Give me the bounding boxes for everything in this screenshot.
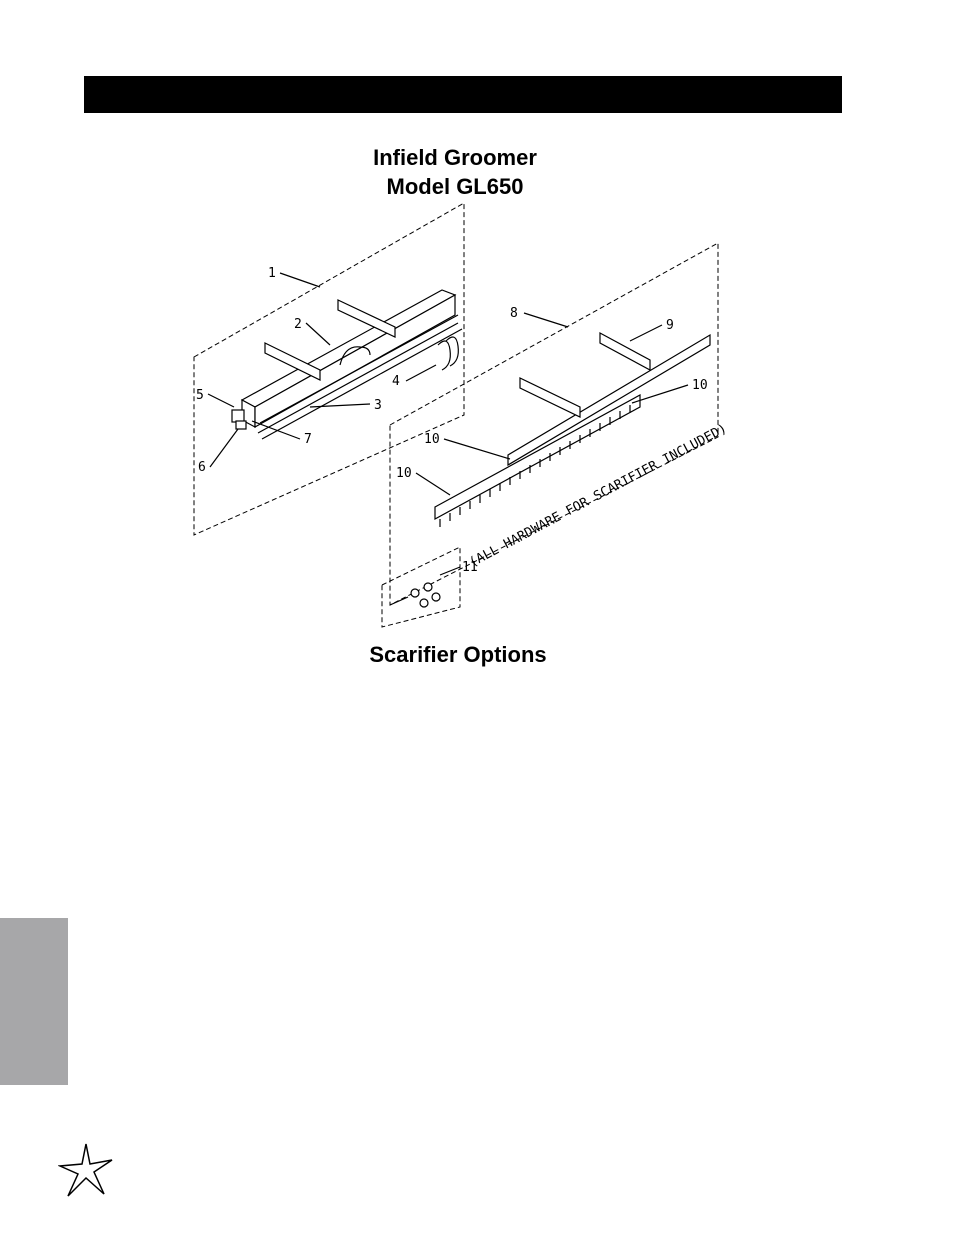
header-bar <box>84 76 842 113</box>
callout-label: 5 <box>196 388 204 403</box>
hardware-kit-part <box>389 582 441 608</box>
groomer-assembly-boundary <box>193 202 465 536</box>
scarifier-assembly-boundary <box>389 242 719 606</box>
callout-label: 11 <box>462 560 478 575</box>
callout-label: 10 <box>396 466 412 481</box>
scarifier-teeth-part <box>434 393 641 527</box>
hardware-kit-boundary <box>381 546 461 628</box>
callout-label: 1 <box>268 266 276 281</box>
callout-label: 6 <box>198 460 206 475</box>
callout-label: 10 <box>692 378 708 393</box>
groomer-beam-part <box>240 289 463 440</box>
exploded-parts-diagram: 1 2 3 4 5 6 7 8 9 10 10 10 11 (ALL HARDW… <box>193 202 730 628</box>
callout-label: 9 <box>666 318 674 333</box>
callout-label: 8 <box>510 306 518 321</box>
callout-label: 4 <box>392 374 400 389</box>
scarifier-options-title: Scarifier Options <box>369 642 547 667</box>
starburst-logo-icon <box>58 1143 113 1197</box>
section-side-tab <box>0 918 68 1085</box>
diagram-title: Infield Groomer <box>373 145 537 170</box>
end-cap-part <box>235 420 247 430</box>
hardware-note: (ALL HARDWARE FOR SCARIFIER INCLUDED) <box>467 421 730 570</box>
callout-label: 7 <box>304 432 312 447</box>
callout-label: 10 <box>424 432 440 447</box>
end-cap-part <box>231 409 245 423</box>
callout-label: 3 <box>374 398 382 413</box>
scarifier-frame-part <box>507 331 711 467</box>
diagram-model: Model GL650 <box>386 174 524 199</box>
callout-label: 2 <box>294 317 302 332</box>
tine-part <box>445 336 459 367</box>
tine-part <box>437 340 451 371</box>
groomer-bracket-part <box>264 299 396 381</box>
